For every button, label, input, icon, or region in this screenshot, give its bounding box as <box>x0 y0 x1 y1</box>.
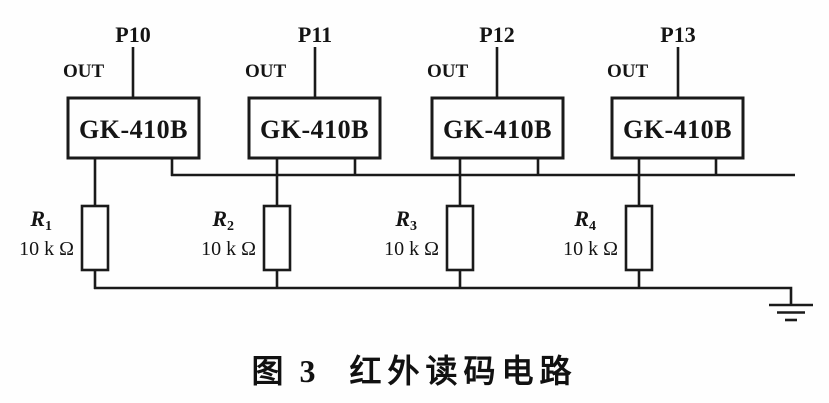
chip-box <box>66 96 201 160</box>
figure-caption: 图 3 红外读码电路 <box>0 351 829 391</box>
pin-label: P11 <box>298 22 332 47</box>
figure-number: 图 3 <box>251 353 320 389</box>
ground-icon <box>769 303 813 322</box>
chip-label: GK-410B <box>79 115 188 144</box>
resistor-value: 10 k Ω <box>201 238 256 260</box>
chip-box <box>430 96 565 160</box>
out-label: OUT <box>63 61 105 82</box>
out-label: OUT <box>427 61 469 82</box>
pin-label: P10 <box>115 22 150 47</box>
out-label: OUT <box>607 61 649 82</box>
resistor-label: R3 <box>394 206 417 234</box>
channel-3: P12 OUT GK-410B R3 10 k Ω <box>384 22 565 289</box>
resistor-label: R2 <box>211 206 234 234</box>
chip-box <box>247 96 382 160</box>
figure-title: 红外读码电路 <box>349 353 578 389</box>
chip-label: GK-410B <box>260 115 369 144</box>
resistor-value: 10 k Ω <box>384 238 439 260</box>
resistor-symbol <box>262 204 292 272</box>
out-label: OUT <box>245 61 287 82</box>
pin-label: P12 <box>479 22 514 47</box>
ground-bus-wire <box>94 286 793 305</box>
resistor-value: 10 k Ω <box>563 238 618 260</box>
channel-2: P11 OUT GK-410B R2 10 k Ω <box>201 22 382 289</box>
chip-label: GK-410B <box>623 115 732 144</box>
resistor-value: 10 k Ω <box>19 238 74 260</box>
channel-4: P13 OUT GK-410B R4 10 k Ω <box>563 22 745 289</box>
resistor-label: R1 <box>29 206 52 234</box>
resistor-label: R4 <box>573 206 596 234</box>
pin-label: P13 <box>660 22 695 47</box>
chip-label: GK-410B <box>443 115 552 144</box>
resistor-symbol <box>445 204 475 272</box>
chip-box <box>610 96 745 160</box>
resistor-symbol <box>80 204 110 272</box>
channel-1: P10 OUT GK-410B R1 10 k Ω <box>19 22 201 289</box>
resistor-symbol <box>624 204 654 272</box>
